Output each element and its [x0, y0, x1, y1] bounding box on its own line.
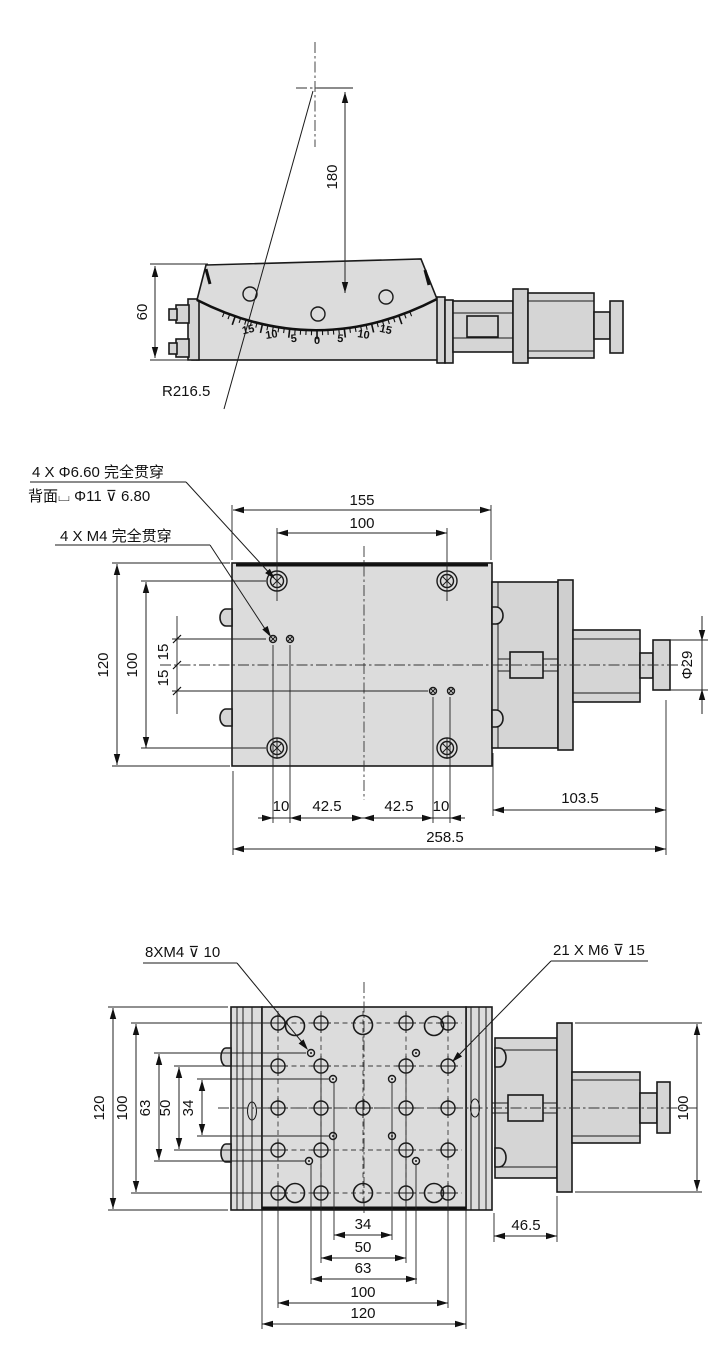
base-drive-barrel [571, 1071, 641, 1144]
callout-base-m4-leader [236, 962, 307, 1048]
dim-label-120-left: 120 [95, 652, 112, 677]
left-screw-top [175, 304, 190, 324]
platform-hole-right [378, 289, 394, 305]
scale-label-pos15: 15 [378, 323, 393, 337]
dim-label-180: 180 [324, 164, 341, 189]
dim-label-103: 103.5 [561, 790, 599, 807]
top-plate [231, 562, 493, 767]
radius-callout-label: R216.5 [162, 383, 210, 400]
dim-label-base-50-left: 50 [157, 1100, 174, 1117]
base-extension-lines [108, 1006, 702, 1329]
drive-bracket-plate-1 [436, 296, 446, 364]
callout-base-m6-leader [454, 960, 552, 1060]
dim-label-258: 258.5 [426, 829, 464, 846]
callout-base-m6: 21 X M6 ⊽ 15 [553, 942, 645, 959]
callout-cbore-line2: 背面⌴ Φ11 ⊽ 6.80 [28, 488, 150, 505]
base-left-screw-upper [220, 1047, 232, 1067]
platform-right-notch [423, 269, 431, 286]
base-left-slot [247, 1101, 257, 1121]
dim-label-phi29: Φ29 [679, 651, 696, 680]
scale-label-zero: 0 [314, 335, 320, 347]
platform-hole-center [310, 306, 326, 322]
dim-label-base-34-bottom: 34 [355, 1216, 372, 1233]
dim-label-base-120-bottom: 120 [350, 1305, 375, 1322]
callout-m4-leader [209, 544, 270, 636]
platform-hole-left [242, 286, 258, 302]
dim-label-15-upper: 15 [155, 644, 172, 661]
dim-label-base-100-bottom: 100 [350, 1284, 375, 1301]
base-drive-tab-upper [494, 1047, 507, 1068]
micrometer-barrel [527, 292, 595, 359]
callout-m4-label: 4 X M4 完全贯穿 [60, 527, 172, 545]
dim-label-base-63-left: 63 [137, 1100, 154, 1117]
micrometer-neck [593, 311, 611, 340]
drive-base-tab-upper [491, 606, 504, 625]
base-drive-flange [556, 1022, 573, 1193]
drive-slider-block [466, 315, 499, 338]
drive-neck [639, 652, 654, 679]
dim-label-base-34-left: 34 [180, 1100, 197, 1117]
drive-base-tab-lower [491, 709, 504, 728]
dim-label-60: 60 [134, 304, 151, 321]
drive-bracket-plate-2 [444, 299, 454, 364]
platform-left-notch [204, 268, 212, 285]
side-view-elevation: 15 10 5 0 5 10 15 180 60 R216.5 [134, 42, 624, 410]
dim-label-base-63-bottom: 63 [355, 1260, 372, 1277]
scale-tick-marks [221, 311, 413, 340]
plate-left-screw-upper [219, 608, 233, 627]
scale-label-neg5: 5 [290, 333, 297, 345]
dim-label-base-120-left: 120 [91, 1095, 108, 1120]
plan-view: 155 100 120 100 15 15 Φ29 10 42.5 42.5 1… [28, 463, 708, 855]
scale-label-neg10: 10 [265, 328, 279, 342]
micrometer-flange [512, 288, 529, 364]
left-screw-bottom-head [168, 342, 178, 355]
scale-label-pos10: 10 [356, 328, 370, 342]
graduated-arc [196, 297, 438, 332]
dim-label-42-right: 42.5 [384, 798, 413, 815]
micrometer-knob [609, 300, 624, 354]
scale-label-pos5: 5 [337, 333, 344, 345]
dim-label-base-100-right: 100 [675, 1095, 692, 1120]
dim-label-10-left: 10 [273, 798, 290, 815]
dim-label-100-left: 100 [124, 652, 141, 677]
callout-cbore-line1: 4 X Φ6.60 完全贯穿 [32, 463, 164, 481]
callout-cbore-leader [185, 481, 274, 578]
dim-label-155: 155 [349, 492, 374, 509]
plate-left-screw-lower [219, 708, 233, 727]
base-left-band [230, 1006, 263, 1211]
dim-label-base-46: 46.5 [511, 1217, 540, 1234]
dim-label-100-top: 100 [349, 515, 374, 532]
dimension-arrowheads [109, 92, 706, 1328]
drive-barrel [572, 629, 641, 703]
base-view: 120 100 63 50 34 34 50 63 100 120 100 46… [91, 942, 702, 1329]
plan-extension-lines [112, 505, 708, 855]
callout-base-m4: 8XM4 ⊽ 10 [145, 944, 220, 961]
dim-label-42-left: 42.5 [312, 798, 341, 815]
base-drive-tab-lower [494, 1147, 507, 1168]
dim-label-base-100-left: 100 [114, 1095, 131, 1120]
radius-leader-line [223, 90, 314, 410]
left-screw-top-head [168, 308, 178, 321]
base-drive-knob [656, 1081, 671, 1134]
dim-label-base-50-bottom: 50 [355, 1239, 372, 1256]
base-left-screw-lower [220, 1143, 232, 1163]
dim-label-15-lower: 15 [155, 670, 172, 687]
left-screw-bottom [175, 338, 190, 358]
drive-housing [452, 300, 514, 353]
dim-label-10-right: 10 [433, 798, 450, 815]
